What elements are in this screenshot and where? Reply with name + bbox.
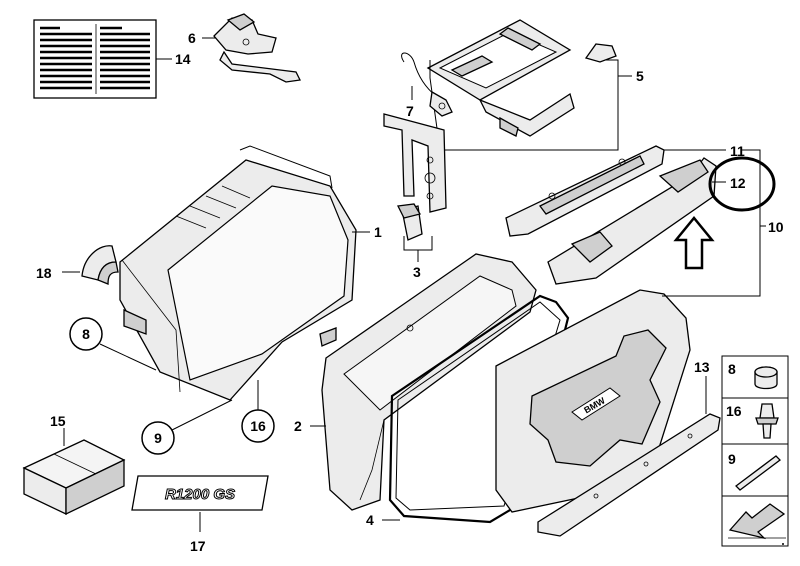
- part-11-carrier-rail: [505, 145, 665, 237]
- callout-4: 4: [366, 512, 374, 528]
- part-5-frame-kit: [426, 19, 617, 137]
- callout-9: 9: [154, 430, 162, 446]
- part-17-decal: R1200 GS: [131, 475, 269, 511]
- part-2-outer-case: [321, 253, 537, 511]
- part-12-carrier-bracket: [547, 157, 717, 285]
- part-lid: BMW: [495, 289, 691, 513]
- part-14-label-sticker: [33, 19, 157, 99]
- callout-15: 15: [50, 413, 66, 429]
- callout-11: 11: [730, 143, 745, 159]
- callout-18: 18: [36, 265, 52, 281]
- part-15-box: [22, 439, 126, 516]
- callout-12: 12: [730, 175, 746, 191]
- part-3-hinge-bracket: [383, 113, 447, 241]
- callout-13: 13: [694, 359, 710, 375]
- legend-number-16: 16: [726, 403, 742, 419]
- callout-3: 3: [413, 264, 421, 280]
- part-1-inner-case: [119, 145, 357, 401]
- arrow-logo-icon: [728, 503, 786, 540]
- small-parts-legend: 8 16 9: [721, 355, 789, 547]
- decal-text: R1200 GS: [165, 486, 235, 503]
- callout-5: 5: [636, 68, 644, 84]
- part-13-edge-trim: [537, 413, 721, 537]
- highlight-circle: [708, 156, 776, 212]
- callout-2: 2: [294, 418, 302, 434]
- part-7-cable: [401, 52, 453, 117]
- callout-14: 14: [175, 51, 191, 67]
- callout-7: 7: [406, 103, 414, 119]
- highlight-arrow-icon: [673, 216, 715, 270]
- callout-16: 16: [250, 418, 266, 434]
- callout-1: 1: [374, 224, 382, 240]
- legend-number-8: 8: [728, 361, 736, 377]
- pin-icon: [735, 455, 781, 491]
- legend-number-9: 9: [728, 451, 736, 467]
- callout-10: 10: [768, 219, 784, 235]
- cap-plug-icon: [754, 366, 778, 390]
- callout-17: 17: [190, 538, 206, 554]
- part-6-latch: [213, 13, 301, 83]
- part-18-grommet: [81, 245, 119, 285]
- push-rivet-icon: [755, 403, 779, 439]
- callout-6: 6: [188, 30, 196, 46]
- corner-dot: [782, 543, 784, 545]
- callout-8: 8: [82, 326, 90, 342]
